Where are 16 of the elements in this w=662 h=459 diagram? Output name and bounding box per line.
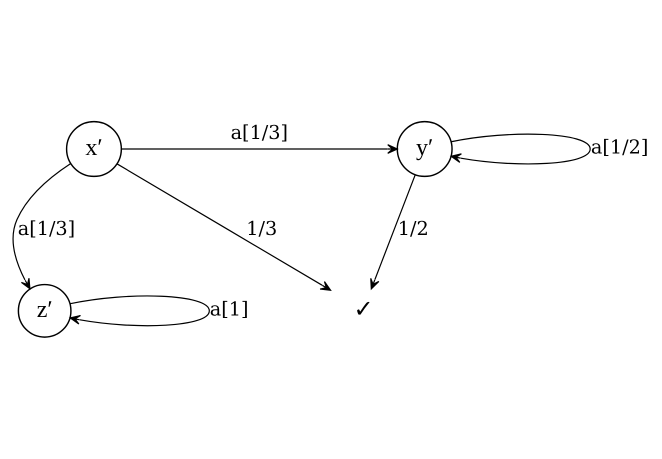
arrow (122, 144, 398, 154)
edge-label: a[1] (210, 297, 249, 320)
node-circle: z′ (18, 284, 72, 338)
node-circle: y′ (396, 120, 453, 178)
edge-label: a[1/3] (18, 216, 76, 240)
node-text: ✓ (353, 296, 374, 323)
node-circle: x′ (66, 120, 122, 178)
arrow (450, 134, 591, 164)
arrow (370, 174, 416, 290)
arrow (116, 163, 332, 291)
edge-label: 1/2 (398, 216, 429, 240)
edge-label: 1/3 (246, 216, 278, 240)
arrow (12, 163, 71, 290)
edge-label: a[1/2] (590, 136, 648, 159)
edge-label: a[1/3] (230, 121, 288, 144)
arrow (70, 295, 210, 326)
